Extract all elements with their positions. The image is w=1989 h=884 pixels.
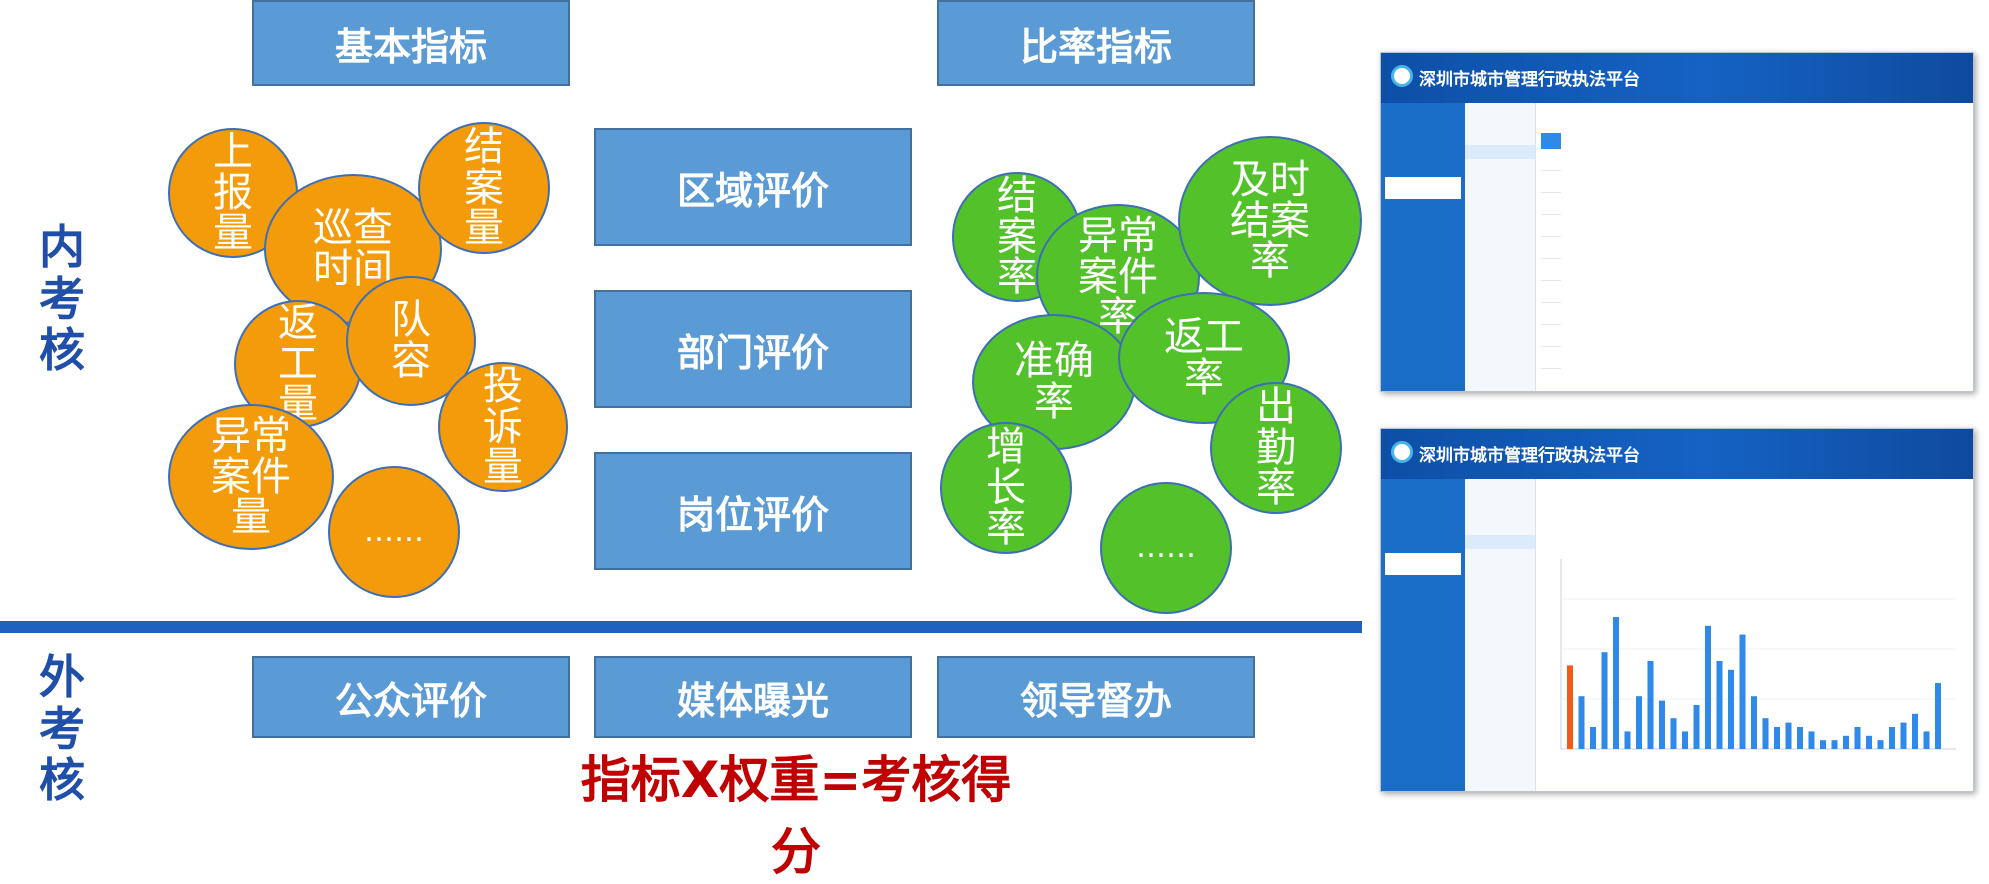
- chart-bar: [1613, 617, 1619, 749]
- chart-bar: [1912, 714, 1918, 749]
- regional-evaluation-box: 区域评价: [594, 128, 912, 246]
- section-divider: [0, 621, 1362, 633]
- basic-indicators-header: 基本指标: [252, 0, 570, 86]
- chart-bar: [1740, 635, 1746, 749]
- basic-circle-ellipsis: ……: [328, 466, 460, 598]
- chart-bar: [1786, 723, 1792, 749]
- chart-bar: [1694, 705, 1700, 749]
- chart-bar: [1774, 727, 1780, 749]
- chart-bar: [1924, 731, 1930, 749]
- internal-assessment-label: 内 考 核: [32, 222, 92, 377]
- platform-logo-icon: [1391, 441, 1413, 463]
- platform-logo-icon: [1391, 65, 1413, 87]
- chart-bar: [1602, 652, 1608, 749]
- chart-bar: [1636, 696, 1642, 749]
- chart-bar: [1648, 661, 1654, 749]
- ratio-circle-attendance-rate: 出 勤 率: [1210, 382, 1342, 514]
- platform-screenshot-chart: 深圳市城市管理行政执法平台: [1380, 428, 1974, 792]
- sidebar-nav: [1381, 103, 1465, 391]
- chart-bar: [1843, 736, 1849, 749]
- chart-bar: [1855, 727, 1861, 749]
- chart-bar: [1567, 665, 1573, 749]
- chart-bar: [1935, 683, 1941, 749]
- leadership-supervision-box: 领导督办: [937, 656, 1255, 738]
- chart-bar: [1751, 696, 1757, 749]
- position-evaluation-box: 岗位评价: [594, 452, 912, 570]
- results-table: [1541, 133, 1561, 369]
- chart-bar: [1889, 727, 1895, 749]
- platform-screenshot-table: 深圳市城市管理行政执法平台: [1380, 52, 1974, 392]
- chart-bar: [1728, 670, 1734, 749]
- scoring-formula: 指标X权重=考核得分: [556, 740, 1036, 884]
- sidebar-nav: [1381, 479, 1465, 791]
- chart-bar: [1671, 718, 1677, 749]
- ratio-circle-timely-closure-rate: 及时 结案 率: [1178, 136, 1362, 306]
- sub-nav: [1465, 103, 1536, 391]
- chart-bar: [1901, 723, 1907, 749]
- chart-bar: [1682, 731, 1688, 749]
- chart-bar: [1659, 701, 1665, 749]
- external-assessment-label: 外 考 核: [32, 652, 92, 807]
- ratio-circle-growth-rate: 增 长 率: [940, 422, 1072, 554]
- ratio-circle-ellipsis: ……: [1100, 482, 1232, 614]
- evaluation-bar-chart: [1541, 549, 1963, 771]
- chart-bar: [1832, 740, 1838, 749]
- basic-circle-complaint-volume: 投 诉 量: [438, 362, 568, 492]
- chart-bar: [1797, 727, 1803, 749]
- chart-bar: [1590, 727, 1596, 749]
- chart-bar: [1820, 740, 1826, 749]
- ratio-indicators-header: 比率指标: [937, 0, 1255, 86]
- chart-bar: [1625, 731, 1631, 749]
- chart-bar: [1579, 696, 1585, 749]
- chart-bar: [1705, 626, 1711, 749]
- media-exposure-box: 媒体曝光: [594, 656, 912, 738]
- chart-bar: [1878, 740, 1884, 749]
- chart-bar: [1763, 718, 1769, 749]
- app-title: 深圳市城市管理行政执法平台: [1419, 65, 1640, 90]
- chart-bar: [1717, 661, 1723, 749]
- basic-circle-abnormal-case-volume: 异常 案件 量: [168, 404, 334, 550]
- basic-circle-closed-volume: 结 案 量: [418, 122, 550, 254]
- chart-bar: [1866, 736, 1872, 749]
- app-title: 深圳市城市管理行政执法平台: [1419, 441, 1640, 466]
- department-evaluation-box: 部门评价: [594, 290, 912, 408]
- sub-nav: [1465, 479, 1536, 791]
- chart-bar: [1809, 731, 1815, 749]
- public-evaluation-box: 公众评价: [252, 656, 570, 738]
